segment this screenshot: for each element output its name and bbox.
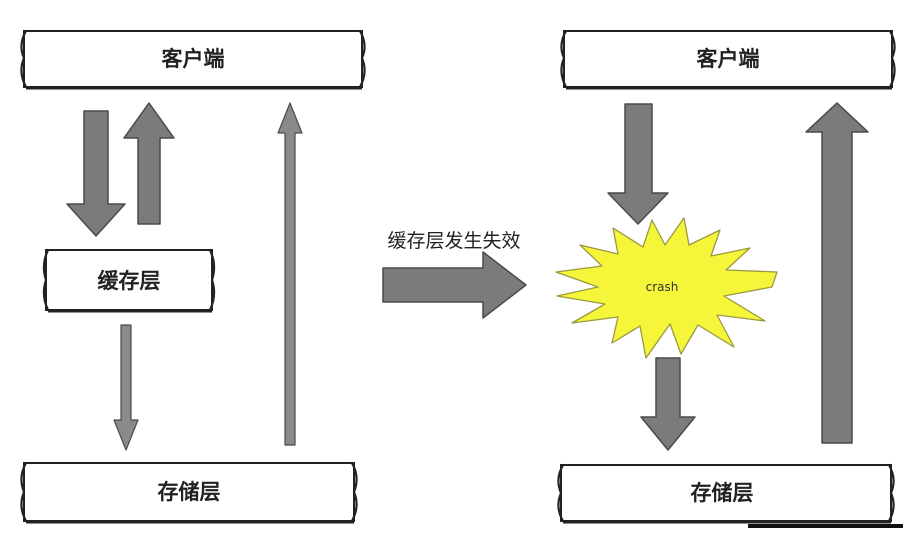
left-client-box: 客户端 <box>20 29 366 90</box>
right-request-down-arrow <box>607 103 669 225</box>
left-request-down-arrow <box>66 110 126 237</box>
left-storage-label: 存储层 <box>158 479 221 504</box>
crash-label: crash <box>646 280 679 294</box>
left-client-label: 客户端 <box>162 46 225 71</box>
right-storage-to-client-arrow <box>805 102 869 444</box>
right-to-storage-down-arrow <box>640 357 696 451</box>
left-cache-to-storage-arrow <box>113 324 139 451</box>
left-storage-box: 存储层 <box>20 461 358 524</box>
transition-label: 缓存层发生失效 <box>387 230 520 252</box>
right-storage-label: 存储层 <box>691 480 754 505</box>
transition: 缓存层发生失效 <box>382 230 527 319</box>
right-client-box: 客户端 <box>560 29 896 90</box>
starburst-icon <box>555 217 778 359</box>
right-storage-box: 存储层 <box>557 463 895 524</box>
left-cache-box: 缓存层 <box>42 248 216 313</box>
crash-starburst: crash <box>555 217 778 359</box>
transition-arrow <box>382 251 527 319</box>
right-client-label: 客户端 <box>697 46 760 71</box>
left-storage-to-client-arrow <box>277 102 303 446</box>
right-panel: 客户端 crash 存储层 <box>555 29 903 528</box>
left-response-up-arrow <box>123 102 175 225</box>
left-panel: 客户端 缓存层 存储层 <box>20 29 366 524</box>
bottom-strip <box>748 524 903 528</box>
left-cache-label: 缓存层 <box>98 268 161 293</box>
